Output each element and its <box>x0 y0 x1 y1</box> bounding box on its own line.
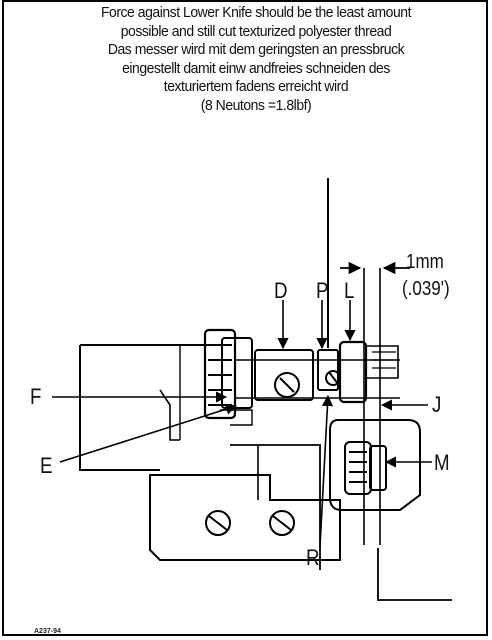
label-P: P <box>316 278 329 303</box>
dimension-value: 1mm <box>406 251 444 273</box>
dimension-imperial: (.039') <box>402 278 450 300</box>
label-L: L <box>344 278 355 303</box>
label-M: M <box>434 450 450 475</box>
label-R: R <box>306 545 320 570</box>
label-D: D <box>274 278 288 303</box>
label-J: J <box>432 392 442 417</box>
bracket-plate <box>149 474 341 561</box>
caption-line: possible and still cut texturized polyes… <box>120 22 392 40</box>
caption-line: (8 Neutons =1.8lbf) <box>200 96 312 114</box>
caption-line: Force against Lower Knife should be the … <box>100 4 412 21</box>
caption-line: Das messer wird mit dem geringsten an pr… <box>107 41 405 59</box>
label-F: F <box>30 384 42 409</box>
housing-left-edge <box>79 345 160 471</box>
caption-line: texturiertem fadens erreicht wird <box>163 78 349 96</box>
caption-line: eingestellt damit einw andfreies schneid… <box>122 59 390 77</box>
caption-text: Force against Lower Knife should be the … <box>54 4 459 116</box>
label-E: E <box>40 453 53 478</box>
figure-reference: A237-94 <box>34 628 61 635</box>
lower-knife-housing <box>329 419 421 511</box>
